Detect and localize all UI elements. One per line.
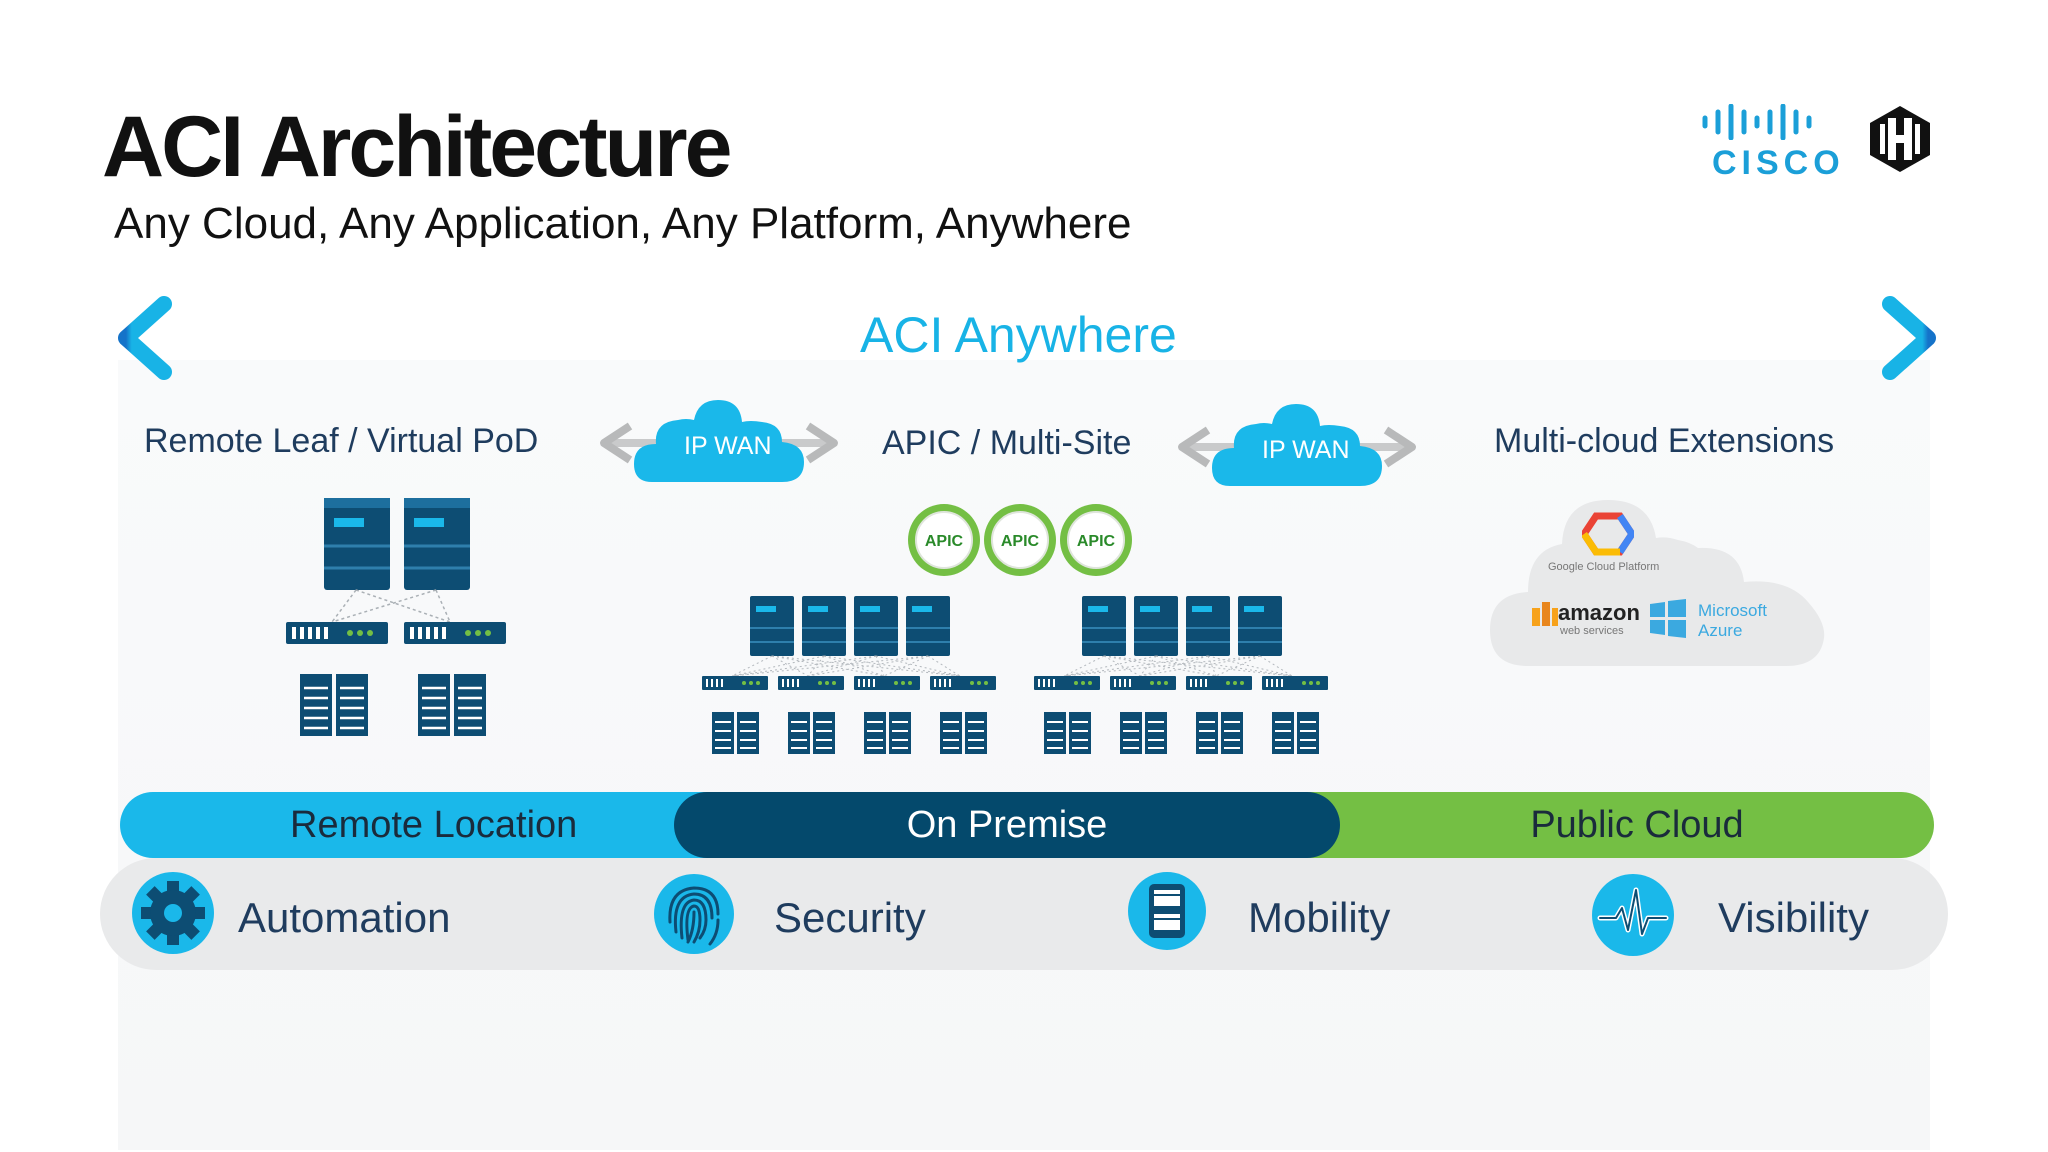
apic-node-2: APIC [984, 504, 1056, 576]
cisco-wordmark: CISCO [1712, 144, 1845, 182]
gear-icon [132, 872, 214, 954]
leaf-switch [286, 622, 388, 644]
apic-node-3: APIC [1060, 504, 1132, 576]
ip-wan-link-2: IP WAN [1172, 402, 1422, 492]
ip-wan-label: IP WAN [1262, 436, 1350, 464]
ip-wan-link-1: IP WAN [594, 398, 844, 488]
azure-label-2: Azure [1698, 621, 1743, 640]
band-label: Remote Location [290, 803, 578, 846]
feature-mobility-label: Mobility [1248, 894, 1391, 941]
mobility-icon [1128, 872, 1206, 950]
page-title: ACI Architecture [102, 99, 732, 195]
cloud-icon [634, 400, 804, 482]
cisco-bars-icon [1702, 103, 1812, 141]
azure-label-1: Microsoft [1698, 601, 1767, 620]
aci-anywhere-label: ACI Anywhere [860, 307, 1177, 363]
google-cloud-label: Google Cloud Platform [1548, 561, 1660, 573]
apic-controllers: APIC APIC APIC [908, 504, 1132, 576]
feature-security-label: Security [774, 894, 926, 941]
hashicorp-logo-icon [1870, 106, 1930, 172]
feature-automation-label: Automation [238, 894, 451, 941]
apic-label: APIC [1077, 533, 1116, 550]
apic-node-1: APIC [908, 504, 980, 576]
cloud-icon [1212, 404, 1382, 486]
band-public-cloud: Public Cloud [1300, 792, 1934, 858]
page-subtitle: Any Cloud, Any Application, Any Platform… [114, 199, 1132, 248]
apic-label: APIC [1001, 533, 1040, 550]
fingerprint-icon [654, 874, 734, 954]
leaf-switch [404, 622, 506, 644]
feature-visibility-label: Visibility [1718, 894, 1869, 941]
right-arrow [1364, 296, 1936, 380]
cisco-logo: CISCO [1700, 103, 1840, 180]
remote-leaf-label: Remote Leaf / Virtual PoD [144, 422, 539, 460]
cloud-icon [1490, 500, 1825, 666]
aws-icon [1532, 602, 1558, 626]
band-label: Public Cloud [1530, 803, 1744, 846]
pulse-icon [1592, 874, 1674, 956]
diagram-background [118, 360, 1930, 1150]
left-arrow [118, 296, 694, 380]
google-cloud-icon [1582, 512, 1634, 556]
multicloud-label: Multi-cloud Extensions [1494, 422, 1835, 460]
remote-leaf-topology [286, 498, 506, 736]
apic-label: APIC [925, 533, 964, 550]
band-label: On Premise [906, 803, 1108, 846]
spine-server [404, 498, 470, 590]
windows-icon [1650, 599, 1686, 638]
fabric-site-1 [702, 596, 996, 754]
fabric-site-2 [1034, 596, 1328, 754]
aws-label: amazon [1558, 600, 1640, 625]
apic-multisite-label: APIC / Multi-Site [882, 424, 1132, 462]
ip-wan-label: IP WAN [684, 432, 772, 460]
multicloud-cloud: Google Cloud Platform amazon web service… [1488, 498, 1826, 668]
spine-server [324, 498, 390, 590]
band-on-premise: On Premise [674, 792, 1340, 858]
aws-sublabel: web services [1560, 625, 1624, 637]
rack-servers [300, 674, 486, 736]
